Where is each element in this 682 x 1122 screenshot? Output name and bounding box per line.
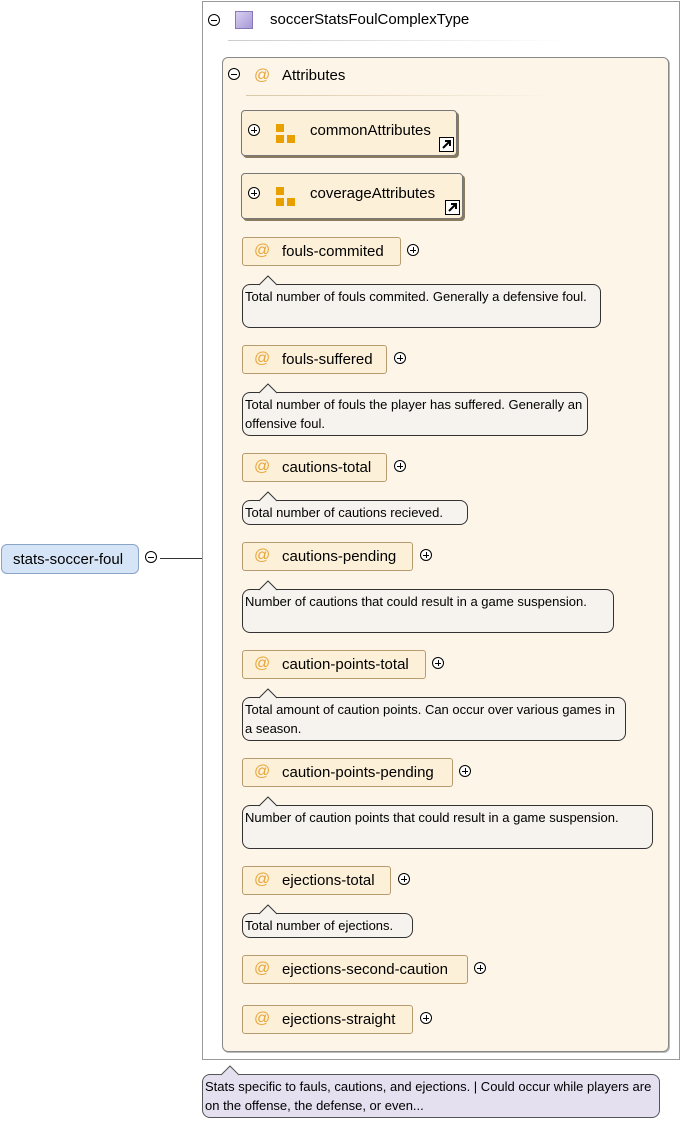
attribute-name: ejections-straight — [282, 1011, 396, 1028]
element-node[interactable]: stats-soccer-foul — [1, 544, 139, 574]
connector-line — [160, 558, 202, 559]
attribute-icon: @ — [254, 350, 271, 367]
group-icon — [276, 124, 295, 143]
attribute-documentation: Number of cautions that could result in … — [242, 580, 614, 633]
attribute-caution-points-total[interactable]: @ caution-points-total — [242, 650, 426, 679]
attribute-ejections-straight[interactable]: @ ejections-straight — [242, 1005, 413, 1034]
attribute-documentation: Total number of cautions recieved. — [242, 491, 468, 525]
attribute-name: cautions-pending — [282, 548, 397, 565]
attribute-expand-icon[interactable] — [407, 244, 419, 256]
attribute-icon: @ — [254, 1010, 271, 1027]
attribute-cautions-pending[interactable]: @ cautions-pending — [242, 542, 413, 571]
attributes-label: Attributes — [282, 67, 346, 84]
attributes-at-icon: @ — [254, 67, 271, 84]
attribute-name: fouls-commited — [282, 243, 384, 260]
group-common-attributes[interactable]: commonAttributes — [241, 110, 457, 156]
attribute-expand-icon[interactable] — [474, 962, 486, 974]
attribute-cautions-total[interactable]: @ cautions-total — [242, 453, 387, 482]
attribute-documentation: Total number of fouls commited. Generall… — [242, 275, 601, 328]
group-expand-icon[interactable] — [248, 187, 260, 199]
type-documentation: Stats specific to fauls, cautions, and e… — [202, 1065, 660, 1118]
element-name: stats-soccer-foul — [13, 551, 124, 568]
attribute-icon: @ — [254, 960, 271, 977]
link-arrow-icon[interactable] — [439, 137, 454, 152]
attribute-doc-text: Total amount of caution points. Can occu… — [245, 702, 615, 736]
attribute-expand-icon[interactable] — [459, 765, 471, 777]
attribute-expand-icon[interactable] — [420, 1012, 432, 1024]
attributes-collapse-icon[interactable] — [228, 68, 240, 80]
attribute-icon: @ — [254, 763, 271, 780]
attribute-name: caution-points-pending — [282, 764, 434, 781]
attribute-icon: @ — [254, 547, 271, 564]
group-coverage-attributes[interactable]: coverageAttributes — [241, 173, 463, 219]
group-name: commonAttributes — [310, 122, 431, 139]
attribute-expand-icon[interactable] — [394, 352, 406, 364]
attribute-caution-points-pending[interactable]: @ caution-points-pending — [242, 758, 453, 787]
complex-type-icon — [235, 11, 253, 29]
group-expand-icon[interactable] — [248, 124, 260, 136]
attribute-documentation: Total number of ejections. — [242, 904, 413, 938]
complex-type-underline — [228, 40, 568, 41]
attribute-name: cautions-total — [282, 459, 372, 476]
attribute-fouls-suffered[interactable]: @ fouls-suffered — [242, 345, 387, 374]
attribute-documentation: Total amount of caution points. Can occu… — [242, 688, 626, 741]
attribute-fouls-commited[interactable]: @ fouls-commited — [242, 237, 401, 266]
attribute-doc-text: Total number of fouls commited. Generall… — [245, 289, 587, 304]
attribute-doc-text: Total number of cautions recieved. — [245, 505, 443, 520]
attributes-underline — [246, 95, 556, 96]
attribute-documentation: Total number of fouls the player has suf… — [242, 383, 588, 436]
complex-type-collapse-icon[interactable] — [208, 14, 220, 26]
attribute-expand-icon[interactable] — [432, 657, 444, 669]
attribute-icon: @ — [254, 871, 271, 888]
group-icon — [276, 187, 295, 206]
attribute-icon: @ — [254, 655, 271, 672]
attribute-doc-text: Total number of fouls the player has suf… — [245, 397, 583, 431]
attribute-expand-icon[interactable] — [394, 460, 406, 472]
attribute-name: ejections-total — [282, 872, 375, 889]
attribute-name: caution-points-total — [282, 656, 409, 673]
attribute-name: fouls-suffered — [282, 351, 373, 368]
attribute-doc-text: Number of cautions that could result in … — [245, 594, 587, 609]
attribute-ejections-second-caution[interactable]: @ ejections-second-caution — [242, 955, 468, 984]
attribute-expand-icon[interactable] — [420, 549, 432, 561]
attribute-ejections-total[interactable]: @ ejections-total — [242, 866, 391, 895]
attribute-icon: @ — [254, 458, 271, 475]
attribute-expand-icon[interactable] — [398, 873, 410, 885]
complex-type-name: soccerStatsFoulComplexType — [270, 11, 470, 28]
type-doc-text: Stats specific to fauls, cautions, and e… — [205, 1079, 652, 1113]
attribute-documentation: Number of caution points that could resu… — [242, 796, 653, 849]
attribute-doc-text: Number of caution points that could resu… — [245, 810, 619, 825]
attribute-doc-text: Total number of ejections. — [245, 918, 394, 933]
element-collapse-icon[interactable] — [145, 551, 157, 563]
link-arrow-icon[interactable] — [445, 200, 460, 215]
attribute-icon: @ — [254, 242, 271, 259]
attribute-name: ejections-second-caution — [282, 961, 448, 978]
group-name: coverageAttributes — [310, 185, 436, 202]
